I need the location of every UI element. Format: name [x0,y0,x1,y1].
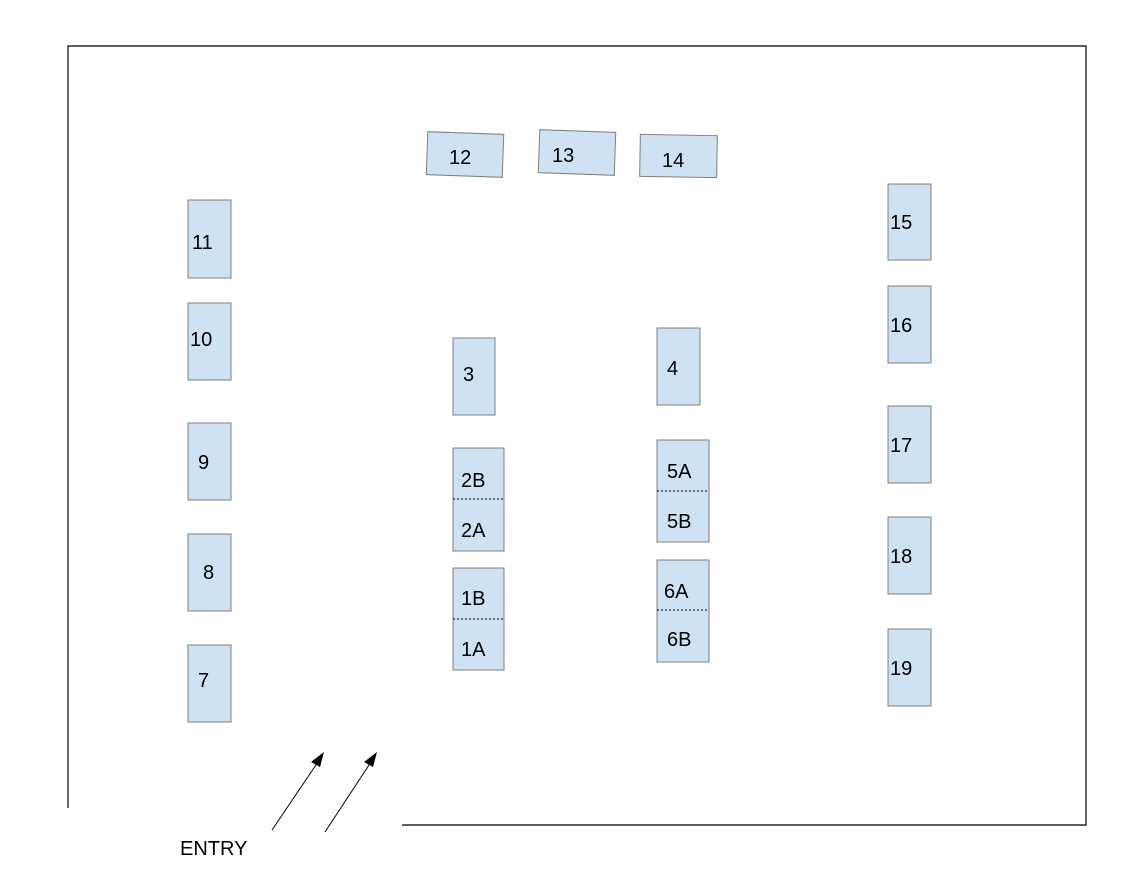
table-label: 3 [463,364,474,386]
table-6: 6A 6B [656,559,710,663]
table-label: 7 [198,670,209,692]
table-10: 10 [187,302,232,381]
table-18: 18 [887,516,932,595]
table-label-1a: 1A [461,639,486,661]
table-label: 10 [190,329,212,351]
table-9: 9 [187,422,232,501]
table-3: 3 [452,337,496,416]
table-4: 4 [656,327,701,406]
entry-label: ENTRY [180,838,247,860]
table-19: 19 [887,628,932,707]
entry-arrow-right [324,752,377,833]
table-label: 13 [552,145,574,167]
entry-arrow-left [271,752,324,831]
table-2: 2B 2A [452,447,505,552]
table-label: 9 [198,452,209,474]
table-label-5b: 5B [667,511,691,533]
table-1: 1B 1A [452,567,505,671]
table-label-1b: 1B [461,588,485,610]
table-7: 7 [187,644,232,723]
table-8: 8 [187,533,232,612]
table-5: 5A 5B [656,439,710,543]
table-label-6a: 6A [664,581,689,603]
table-label-2a: 2A [461,520,486,542]
table-label: 12 [449,147,471,169]
table-14: 14 [639,133,718,179]
table-15: 15 [887,183,932,261]
table-label: 16 [890,315,912,337]
table-label: 17 [890,435,912,457]
room-wall [67,45,1087,826]
table-label: 19 [890,658,912,680]
table-label-5a: 5A [667,461,692,483]
table-label: 18 [890,546,912,568]
table-label-6b: 6B [667,629,691,651]
table-11: 11 [187,199,232,279]
table-label: 4 [667,358,678,380]
table-12: 12 [425,131,505,178]
table-16: 16 [887,285,932,364]
table-17: 17 [887,405,932,484]
table-label: 14 [662,150,684,172]
table-label: 15 [890,212,912,234]
table-label: 11 [192,232,213,254]
table-label: 8 [203,562,214,584]
table-13: 13 [537,129,617,176]
table-label-2b: 2B [461,470,485,492]
